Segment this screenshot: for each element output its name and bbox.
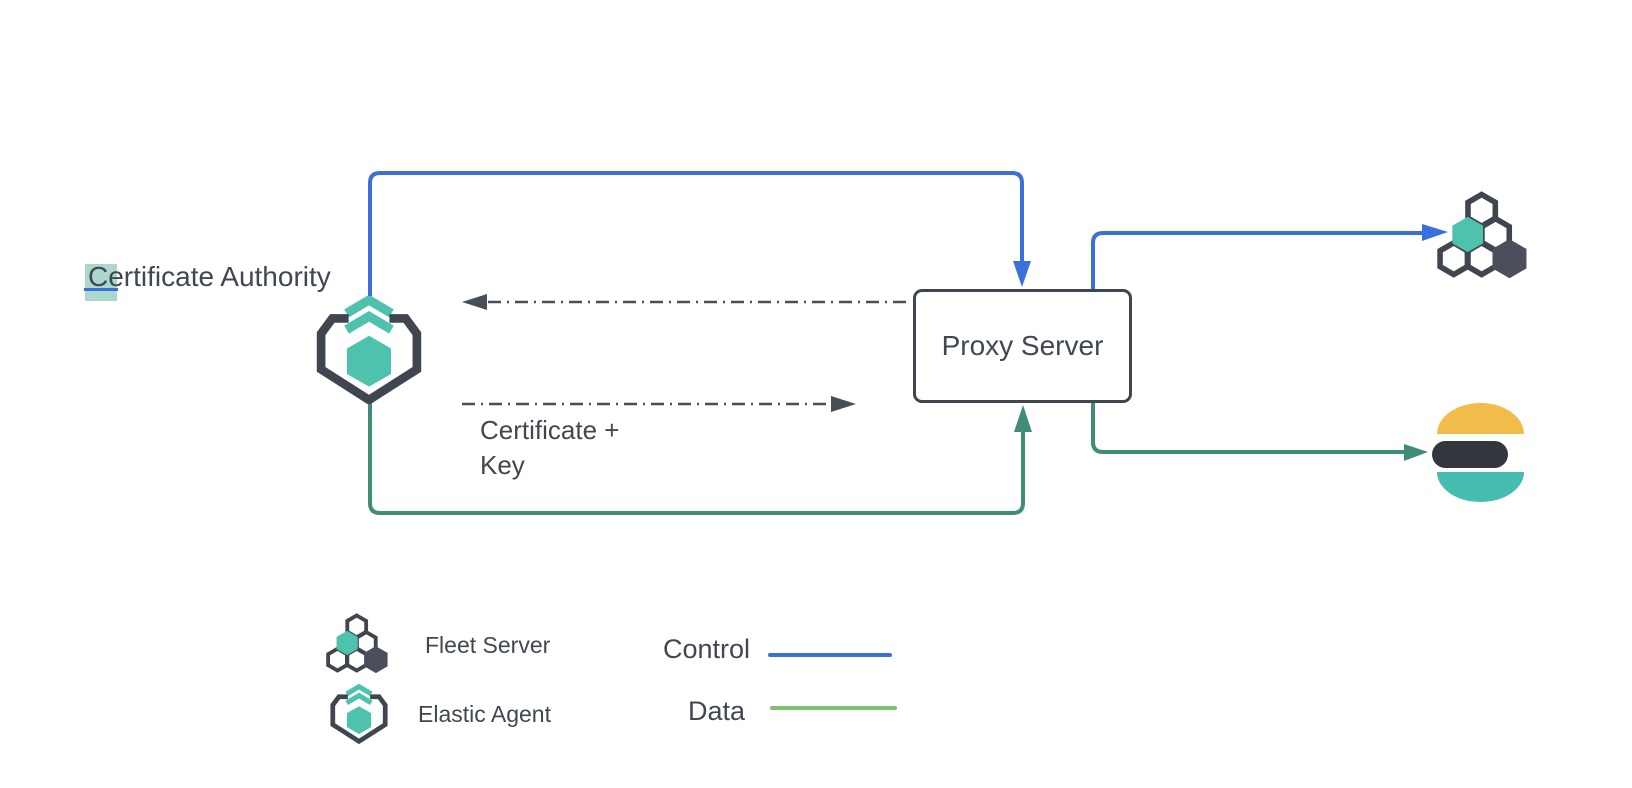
text-cursor-underline bbox=[84, 288, 118, 291]
certificate-key-label: Certificate + Key bbox=[480, 415, 620, 480]
arrowhead-left bbox=[462, 294, 487, 310]
legend-data-label: Data bbox=[687, 696, 745, 726]
certificate-authority-label: Certificate Authority bbox=[88, 261, 331, 292]
legend-fleet-server-label: Fleet Server bbox=[425, 632, 551, 658]
data-line-agent-to-proxy bbox=[368, 402, 1032, 515]
legend-data-line-swatch bbox=[770, 706, 897, 710]
arrowhead-right bbox=[831, 396, 856, 412]
proxy-server-label: Proxy Server bbox=[941, 330, 1104, 361]
cert-dashed-arrow-right bbox=[462, 396, 856, 412]
legend-control-line-swatch bbox=[768, 653, 892, 657]
arrowhead-right bbox=[1404, 444, 1428, 461]
elasticsearch-icon bbox=[1432, 403, 1524, 502]
text-selection-highlight bbox=[85, 264, 117, 301]
arrowhead-right bbox=[1422, 224, 1448, 241]
control-line-agent-to-proxy bbox=[368, 171, 1031, 301]
legend-control-label: Control bbox=[662, 634, 750, 664]
data-line-proxy-to-elasticsearch bbox=[1091, 403, 1428, 461]
elastic-agent-icon bbox=[330, 684, 388, 744]
fleet-server-icon bbox=[326, 613, 388, 674]
fleet-server-icon bbox=[1437, 191, 1527, 279]
control-line-proxy-to-fleet bbox=[1091, 224, 1448, 289]
cert-dashed-arrow-left bbox=[462, 294, 906, 310]
arrowhead-down bbox=[1013, 261, 1031, 287]
elastic-agent-icon bbox=[316, 296, 422, 404]
proxy-server-box: Proxy Server bbox=[913, 289, 1132, 403]
legend-elastic-agent-label: Elastic Agent bbox=[418, 701, 551, 727]
arrowhead-up bbox=[1014, 405, 1032, 432]
